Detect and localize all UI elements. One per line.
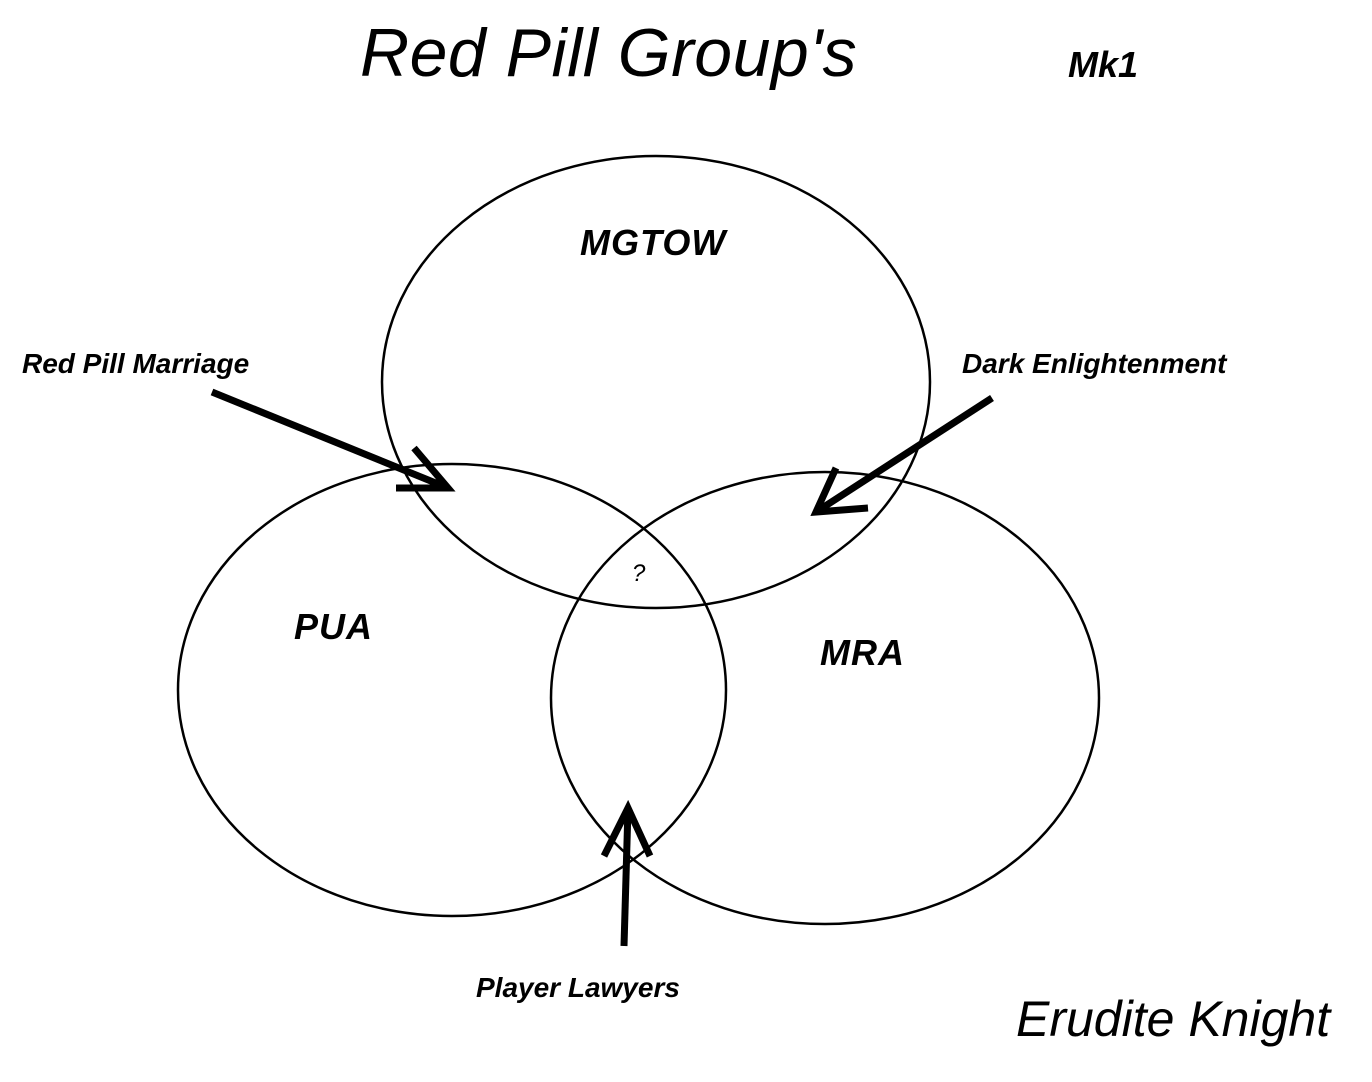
diagram-title: Red Pill Group's — [360, 15, 858, 91]
circle-label-mra: MRA — [820, 632, 905, 673]
arrow-player-lawyers — [600, 799, 654, 947]
circle-pua — [176, 462, 728, 918]
annotation-red-pill-marriage: Red Pill Marriage — [22, 348, 250, 379]
arrow-dark-enlightenment — [810, 395, 994, 516]
version-label: Mk1 — [1068, 44, 1139, 85]
center-intersection-label: ? — [632, 560, 646, 587]
circle-label-pua: PUA — [294, 606, 374, 647]
circle-mra — [549, 470, 1101, 926]
annotation-dark-enlightenment: Dark Enlightenment — [962, 348, 1227, 379]
circle-label-mgtow: MGTOW — [580, 222, 727, 263]
circle-mgtow — [380, 154, 932, 610]
author-signature: Erudite Knight — [1016, 991, 1331, 1047]
annotation-player-lawyers: Player Lawyers — [476, 972, 680, 1003]
arrow-red-pill-marriage — [210, 388, 456, 492]
